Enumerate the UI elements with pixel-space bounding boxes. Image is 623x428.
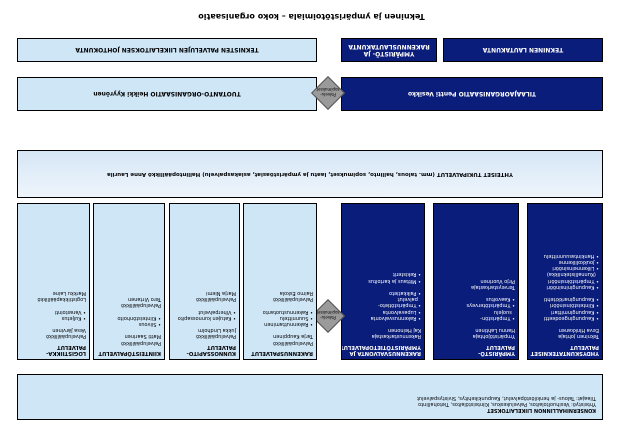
unit-lines: Tekninen johtaja Eeva Hinkkanen • Kaupun… — [543, 252, 599, 340]
common-support-label: YHTEISET TUKIPALVELUT (mm. talous, halli… — [107, 171, 513, 178]
service-agreement-label-top: Palvelu-sopimukset — [316, 87, 340, 97]
common-support-services: YHTEISET TUKIPALVELUT (mm. talous, halli… — [17, 150, 603, 198]
unit-lines: Rakennustarkastaja Kaj Heinonen • Rakenn… — [368, 271, 421, 340]
unit-lines: Palvelupäällikkö Tarja Kauppinen • Raken… — [262, 290, 313, 346]
tekninen-lautakunta-label: TEKNINEN LAUTAKUNTA — [482, 46, 564, 54]
unit-heading: RAKENNUSPALVELUT — [251, 350, 313, 356]
tilaajaorganisaatio-box: TILAAJAORGANISAATIO Pentti Vesikko — [341, 77, 603, 111]
service-agreement-label-units: Palvelu-sopimukset — [316, 310, 340, 320]
tuotanto-box: TUOTANTO-ORGANISAATIO Heikki Kyyrönen — [17, 77, 317, 111]
unit-heading: YHDYSKUNTATEKNISET PALVELUT — [530, 343, 599, 356]
unit-card: KIINTEISTÖPALVELUT Palvelupäällikkö Matt… — [93, 203, 165, 360]
tuotanto-label: TUOTANTO-ORGANISAATIO Heikki Kyyrönen — [93, 90, 241, 98]
johtokunta-label: TEKNISTEN PALVELUJEN LIIKELAITOKSEN JOHT… — [75, 46, 259, 54]
unit-heading: RAKENNUSVALVONTA JA YMPÄRISTÖTIETOPALVEL… — [341, 343, 421, 356]
unit-card: RAKENNUSVALVONTA JA YMPÄRISTÖTIETOPALVEL… — [341, 203, 425, 360]
unit-heading: LOGISTIIKKA- PALVELUT — [46, 343, 86, 356]
tekninen-lautakunta-box: TEKNINEN LAUTAKUNTA — [443, 38, 603, 62]
unit-card: YHDYSKUNTATEKNISET PALVELUT Tekninen joh… — [527, 203, 603, 360]
unit-card: LOGISTIIKKA- PALVELUT Palvelupäällikkö V… — [17, 203, 90, 360]
unit-heading: KUNNOSSAPITO- PALVELUT — [186, 343, 236, 356]
unit-lines: Palvelupäällikkö Matti Saarinen • Siivou… — [117, 296, 161, 346]
footer-line-3: Tilaajat: Talous- ja henkilöstöpalvelut,… — [416, 394, 596, 401]
footer-line-2: Yhteistyö: Vesihuoltolaitos, Palvelukesk… — [418, 400, 596, 407]
footer-line-1: KONSERNIHALLINNON LIIKELAITOKSET — [487, 407, 596, 413]
unit-card: RAKENNUSPALVELUT Palvelupäällikkö Tarja … — [243, 203, 317, 360]
chart-title: Tekninen ja ympäristötoimiala – koko org… — [198, 12, 425, 21]
unit-card: YMPÄRISTÖ- PALVELUT Ympäristöjohtaja Han… — [433, 203, 519, 360]
unit-card: KUNNOSSAPITO- PALVELUT Palvelupäällikkö … — [169, 203, 240, 360]
unit-lines: Palvelupäällikkö Vesa Järvinen • Kuljetu… — [37, 289, 86, 340]
tilaajaorganisaatio-label: TILAAJAORGANISAATIO Pentti Vesikko — [407, 90, 537, 98]
ymparisto-lautakunta-label: YMPÄRISTÖ- JA RAKENNUSLAUTAKUNTA — [348, 43, 430, 57]
footer-liikelaitokset-bar: KONSERNIHALLINNON LIIKELAITOKSET Yhteist… — [17, 374, 603, 420]
unit-lines: Palvelupäällikkö Jukka Lindholm • Katuje… — [177, 289, 236, 340]
johtokunta-box: TEKNISTEN PALVELUJEN LIIKELAITOKSEN JOHT… — [17, 38, 317, 62]
unit-lines: Ympäristöjohtaja Hannu Lahtinen • Ympäri… — [466, 277, 515, 340]
ymparisto-lautakunta-box: YMPÄRISTÖ- JA RAKENNUSLAUTAKUNTA — [341, 38, 437, 62]
unit-heading: KIINTEISTÖPALVELUT — [98, 350, 161, 356]
unit-heading: YMPÄRISTÖ- PALVELUT — [478, 343, 515, 356]
